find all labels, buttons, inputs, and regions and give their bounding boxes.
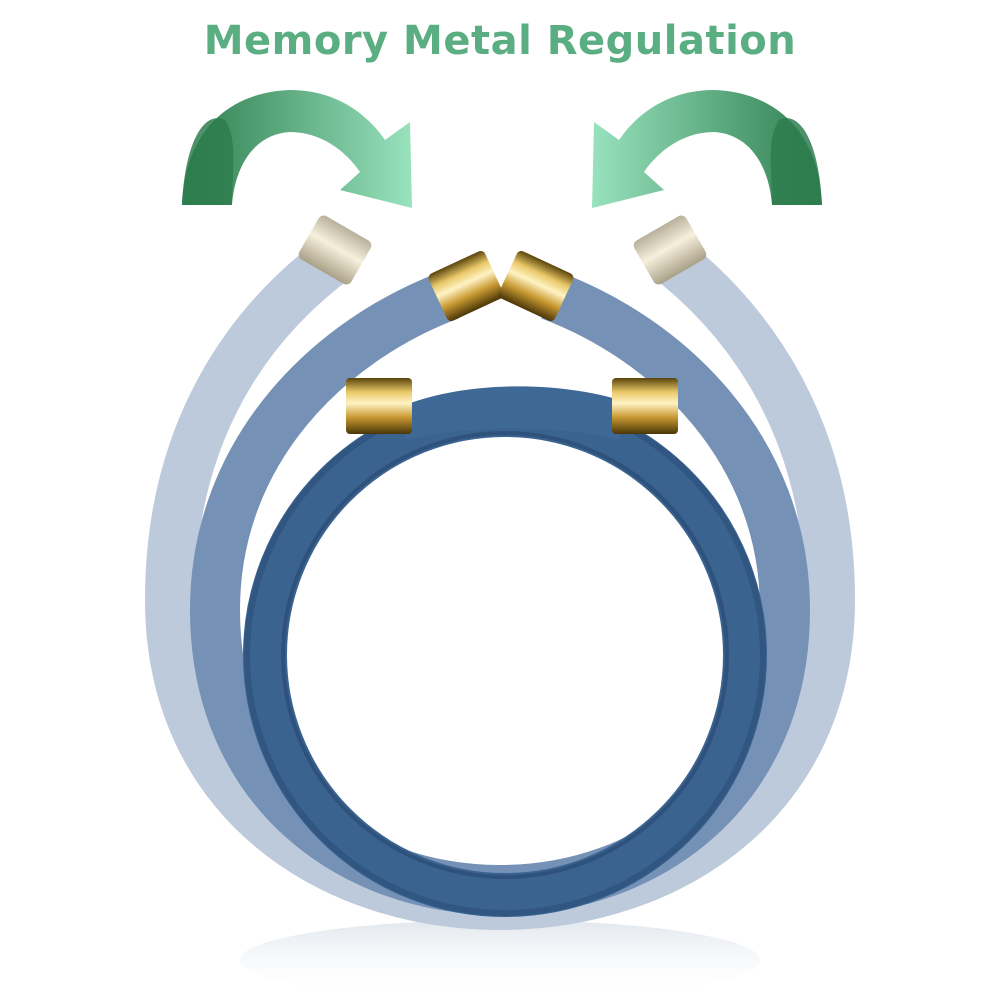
- bracelet-front: [243, 386, 767, 917]
- gold-clasp-left: [346, 378, 412, 434]
- curved-arrow-right-icon: [592, 90, 822, 208]
- gold-clasp-right: [612, 378, 678, 434]
- page-title: Memory Metal Regulation: [203, 18, 797, 64]
- reflection: [240, 920, 760, 1000]
- curved-arrow-left-icon: [182, 90, 412, 208]
